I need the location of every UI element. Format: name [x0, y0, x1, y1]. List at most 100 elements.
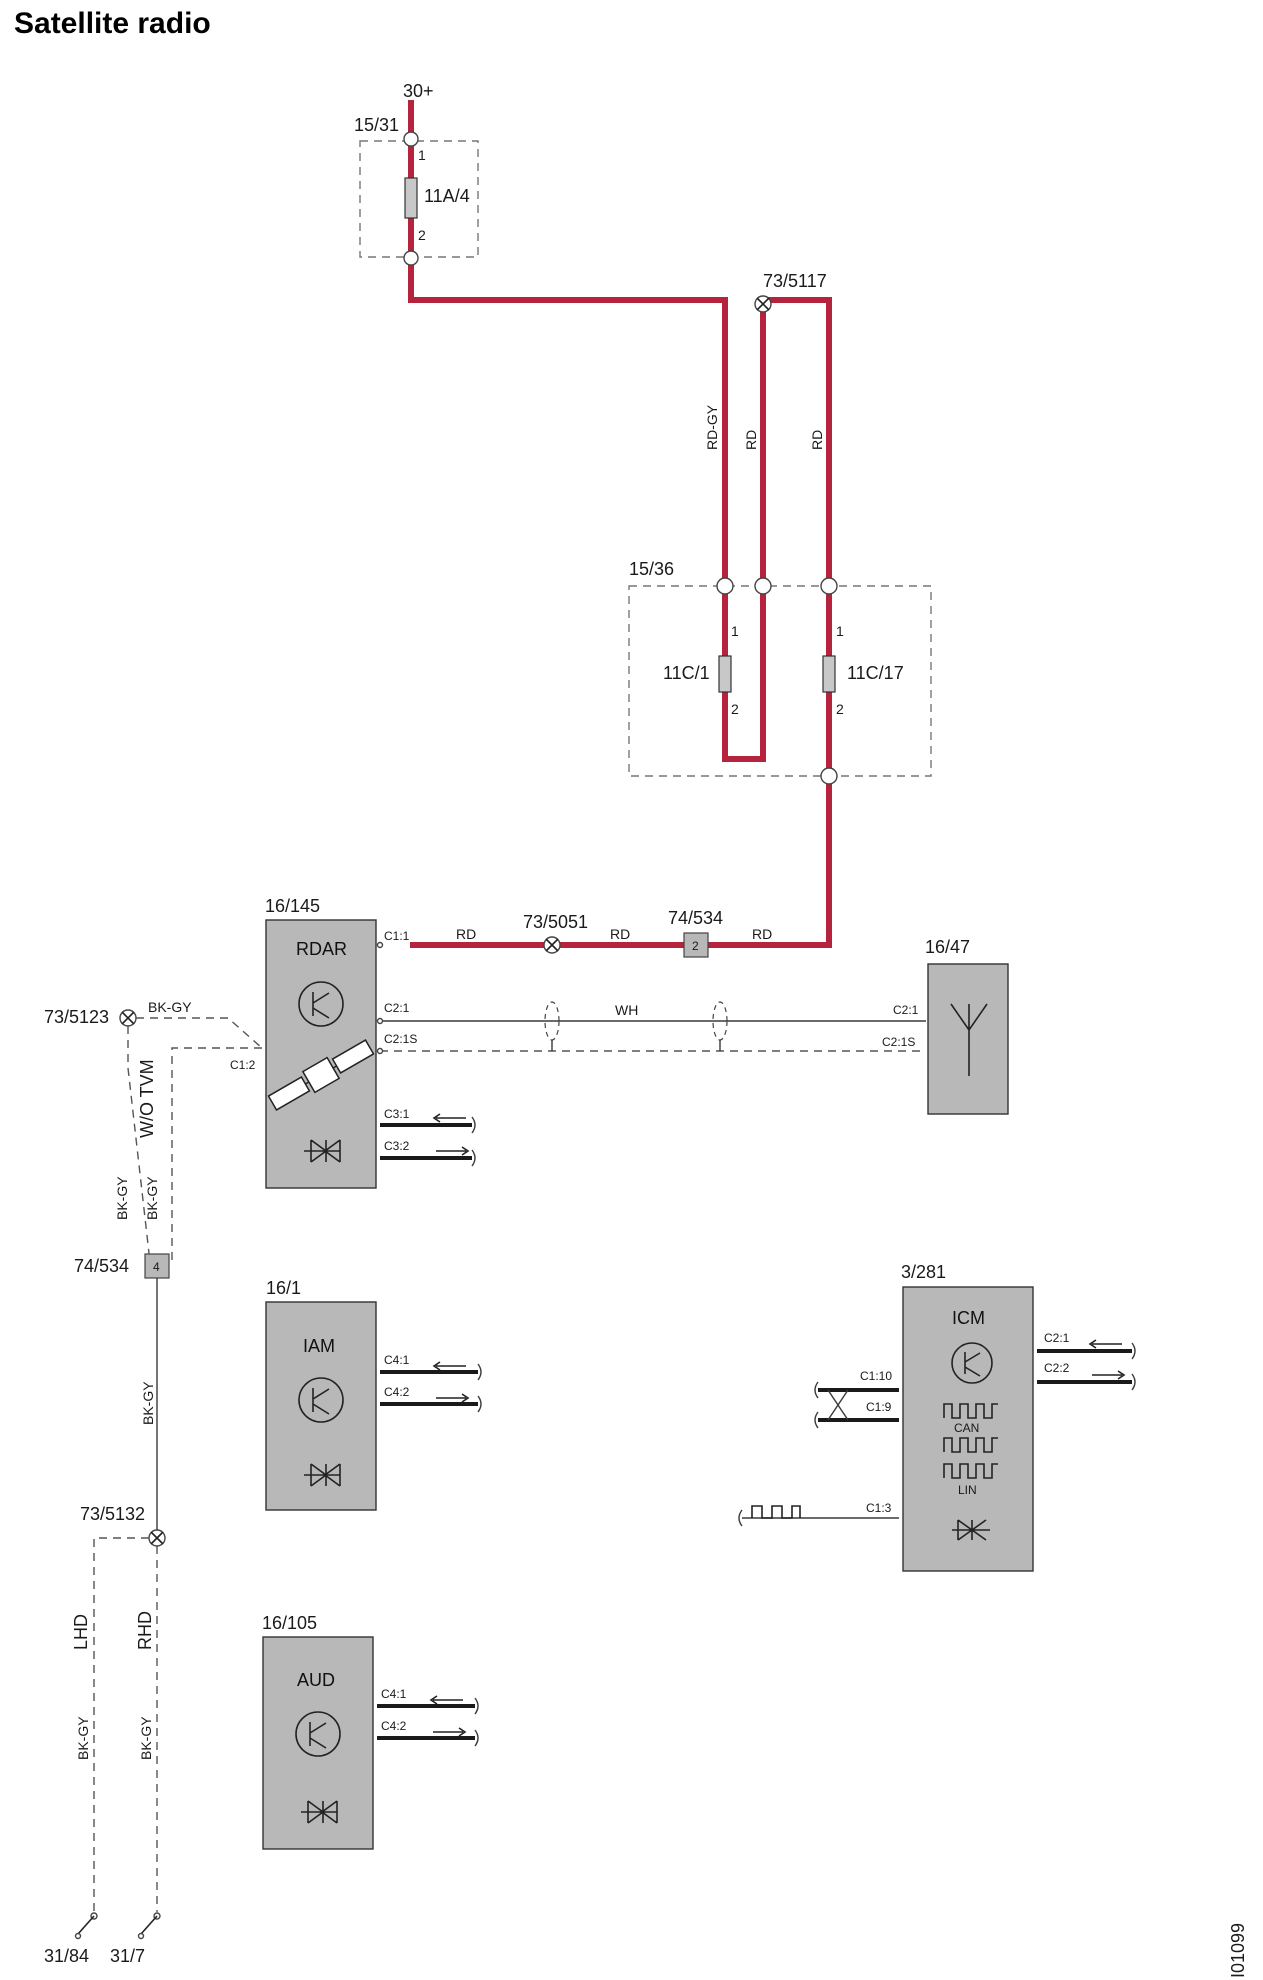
wire-label-bk-gy-5: BK-GY: [75, 1716, 91, 1760]
module-iam-name: IAM: [303, 1336, 335, 1356]
transistor-icon-lines: [309, 1722, 327, 1749]
node-15-36-c: [820, 577, 838, 595]
rdar-pin-c2-1: C2:1: [384, 1001, 410, 1015]
wire-break: [814, 1381, 819, 1429]
module-antenna: [927, 963, 1009, 1115]
icm-pin-c2-1: C2:1: [1044, 1331, 1070, 1345]
transistor-icon: [295, 1711, 341, 1757]
splice-73-5123-label: 73/5123: [44, 1007, 109, 1027]
document-id: I01099: [1228, 1923, 1248, 1978]
icm-pin-c2-2: C2:2: [1044, 1361, 1070, 1375]
wire-label-rd-2: RD: [809, 430, 825, 450]
arrow-out-icon: [433, 1727, 467, 1737]
module-aud-name: AUD: [297, 1670, 335, 1690]
icm-pin-c1-3: C1:3: [866, 1501, 892, 1515]
antenna-pin-c2-1: C2:1: [893, 1003, 919, 1017]
node-15-36-d: [820, 767, 838, 785]
diode-icon: [304, 1463, 341, 1487]
wire-rd-gy: [408, 100, 728, 585]
transistor-icon: [298, 1377, 344, 1423]
wire-label-bk-gy-1: BK-GY: [148, 999, 192, 1015]
fuse-11c-1: [718, 655, 732, 693]
splice-cross: [756, 297, 770, 311]
diode-icon: [304, 1139, 341, 1163]
ground-31-7-label: 31/7: [110, 1946, 145, 1966]
connector-74-534-top: [683, 932, 709, 958]
rdar-pin-c3-2: C3:2: [384, 1139, 410, 1153]
ground-switch-31-7: [137, 1912, 161, 1940]
transistor-icon-lines: [312, 992, 330, 1019]
fuse-box-15-31-label: 15/31: [354, 115, 399, 135]
pin-dot: [376, 1017, 384, 1025]
wire-label-rd-4: RD: [610, 926, 630, 942]
module-aud-id: 16/105: [262, 1613, 317, 1633]
pin-dot: [376, 941, 384, 949]
fuse-11c-17: [822, 655, 836, 693]
connector-74-534-top-pin: 2: [692, 939, 699, 953]
wire-break: [477, 1363, 482, 1413]
node-fuse-bottom: [403, 250, 419, 266]
fuse-11c-1-pin1: 1: [731, 623, 739, 639]
arrow-in-icon: [432, 1113, 466, 1123]
wire-lhd: [93, 1537, 149, 1912]
rdar-pin-c1-1: C1:1: [384, 929, 410, 943]
shield-drain: [551, 1040, 721, 1051]
fuse-11c-17-label: 11C/17: [847, 663, 904, 683]
arrow-in-icon: [1088, 1339, 1122, 1349]
module-antenna-id: 16/47: [925, 937, 970, 957]
fuse-11a-4: [404, 177, 418, 219]
wire-label-bk-gy-2: BK-GY: [114, 1176, 130, 1220]
wire-label-rd-3: RD: [456, 926, 476, 942]
iam-pin-c4-1: C4:1: [384, 1353, 410, 1367]
antenna-pin-c2-1s: C2:1S: [882, 1035, 915, 1049]
wire-break: [1131, 1342, 1136, 1391]
node-15-36-b: [754, 577, 772, 595]
wire-label-rd-5: RD: [752, 926, 772, 942]
iam-pin-c4-2: C4:2: [384, 1385, 410, 1399]
wire-break: [738, 1509, 743, 1527]
wire-label-bk-gy-6: BK-GY: [138, 1716, 154, 1760]
antenna-icon: [950, 1003, 988, 1076]
wire-break: [474, 1697, 479, 1747]
lin-signal-icon: [943, 1463, 998, 1479]
connector-74-534-left: [144, 1253, 170, 1279]
fuse-11a-4-pin1: 1: [418, 147, 426, 163]
wire-bk-gy-c1-2: [136, 1017, 263, 1049]
module-icm-id: 3/281: [901, 1262, 946, 1282]
wire-label-rd-1: RD: [743, 430, 759, 450]
arrow-in-icon: [429, 1695, 463, 1705]
splice-73-5132-label: 73/5132: [80, 1504, 145, 1524]
icm-lin-label: LIN: [958, 1483, 977, 1497]
connector-74-534-top-label: 74/534: [668, 908, 723, 928]
wire-rd-main: [410, 297, 832, 948]
fuse-11c-17-pin2: 2: [836, 701, 844, 717]
fuse-11c-1-label: 11C/1: [663, 663, 710, 683]
connector-74-534-left-pin: 4: [153, 1260, 160, 1274]
arrow-out-icon: [436, 1393, 470, 1403]
ground-switch-31-84: [74, 1912, 98, 1940]
module-iam-id: 16/1: [266, 1278, 301, 1298]
can-signal-icon-2: [943, 1437, 998, 1453]
aud-pin-c4-1: C4:1: [381, 1687, 407, 1701]
wire-label-bk-gy-4: BK-GY: [140, 1381, 156, 1425]
pulse-signal-icon: [751, 1505, 801, 1519]
can-signal-icon: [943, 1403, 998, 1419]
arrow-in-icon: [432, 1361, 466, 1371]
module-icm: [902, 1286, 1034, 1572]
splice-cross: [150, 1531, 164, 1545]
node-fuse-top: [403, 131, 419, 147]
pin-dot: [376, 1047, 384, 1055]
splice-73-5117-label: 73/5117: [763, 271, 827, 291]
diode-icon: [952, 1519, 990, 1541]
label-lhd: LHD: [71, 1614, 91, 1650]
wire-label-bk-gy-3: BK-GY: [144, 1176, 160, 1220]
label-rhd: RHD: [135, 1611, 155, 1650]
aud-pin-c4-2: C4:2: [381, 1719, 407, 1733]
wire-wo-tvm: [171, 1047, 262, 1262]
fuse-box-15-31: [359, 140, 479, 258]
module-rdar-id: 16/145: [265, 896, 320, 916]
splice-cross: [121, 1011, 135, 1025]
splice-cross: [545, 938, 559, 952]
icm-pin-c1-10: C1:10: [860, 1369, 892, 1383]
module-rdar-name: RDAR: [296, 939, 347, 959]
